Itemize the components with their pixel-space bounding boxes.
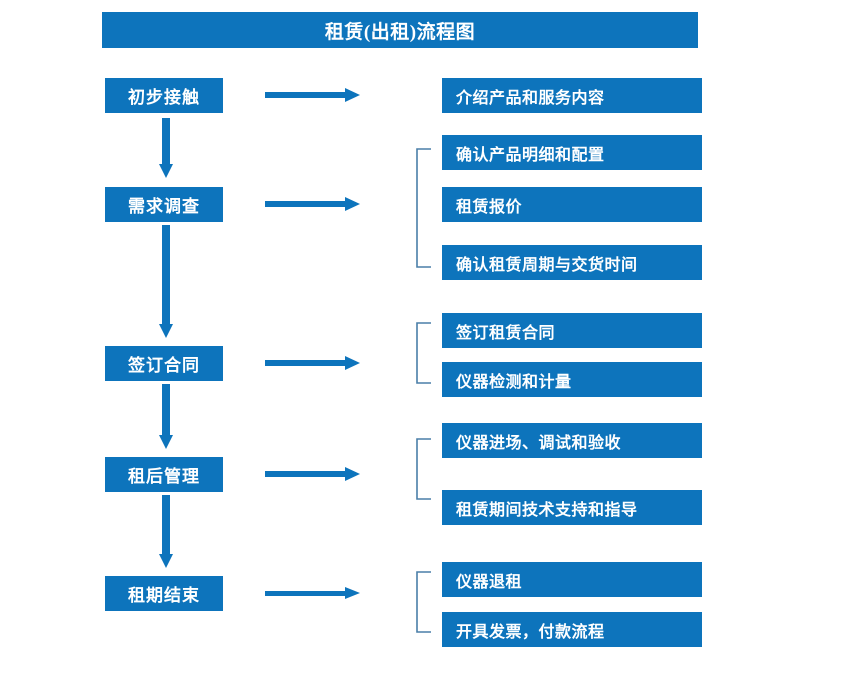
detail-box-3[interactable]: 租赁报价 [442, 187, 702, 222]
detail-box-5[interactable]: 签订租赁合同 [442, 313, 702, 348]
vertical-arrow-3 [156, 384, 176, 451]
vertical-arrow-4 [156, 495, 176, 570]
stage-box-zuhou-guanli[interactable]: 租后管理 [105, 457, 223, 492]
stage-box-zuqi-jieshu[interactable]: 租期结束 [105, 576, 223, 611]
group-bracket-zuqi-jieshu [415, 571, 431, 633]
page-title: 租赁(出租)流程图 [102, 12, 698, 48]
detail-box-8[interactable]: 租赁期间技术支持和指导 [442, 490, 702, 525]
stage-box-xuqiu-diaocha[interactable]: 需求调查 [105, 187, 223, 222]
horizontal-arrow-5 [265, 586, 360, 600]
horizontal-arrow-2 [265, 197, 360, 211]
detail-box-7[interactable]: 仪器进场、调试和验收 [442, 423, 702, 458]
detail-box-1[interactable]: 介绍产品和服务内容 [442, 78, 702, 113]
horizontal-arrow-4 [265, 467, 360, 481]
detail-box-4[interactable]: 确认租赁周期与交货时间 [442, 245, 702, 280]
horizontal-arrow-3 [265, 356, 360, 370]
group-bracket-xuqiu-diaocha [415, 148, 431, 268]
vertical-arrow-2 [156, 225, 176, 340]
horizontal-arrow-1 [265, 88, 360, 102]
group-bracket-qianding-hetong [415, 322, 431, 384]
group-bracket-zuhou-guanli [415, 438, 431, 500]
detail-box-10[interactable]: 开具发票，付款流程 [442, 612, 702, 647]
stage-box-chubu-jiechu[interactable]: 初步接触 [105, 78, 223, 113]
vertical-arrow-1 [156, 118, 176, 180]
detail-box-2[interactable]: 确认产品明细和配置 [442, 135, 702, 170]
stage-box-qianding-hetong[interactable]: 签订合同 [105, 346, 223, 381]
detail-box-6[interactable]: 仪器检测和计量 [442, 362, 702, 397]
detail-box-9[interactable]: 仪器退租 [442, 562, 702, 597]
